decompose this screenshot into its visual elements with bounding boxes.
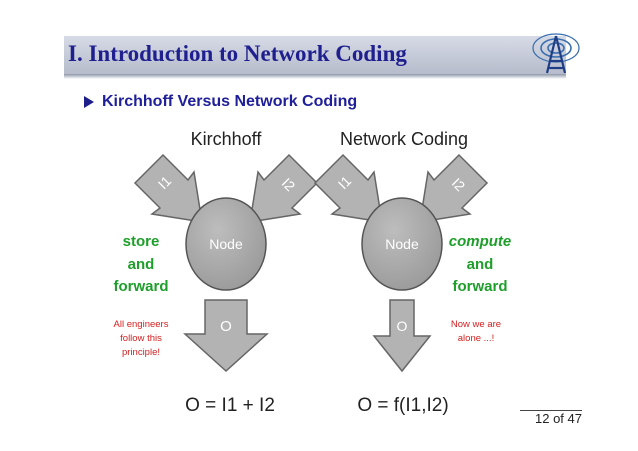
left-panel: Kirchhoff I1 I2 Node O store and forward… [113, 129, 319, 416]
left-role-line-3: forward [113, 278, 168, 295]
left-input-arrow-2 [249, 153, 319, 223]
bullet-item: Kirchhoff Versus Network Coding [84, 93, 357, 111]
right-role-line-2: and [467, 256, 494, 273]
right-node [361, 197, 443, 291]
left-role-line-1: store [123, 233, 160, 250]
right-output-arrow [372, 299, 432, 373]
right-heading: Network Coding [340, 129, 468, 149]
right-role-line-3: forward [452, 278, 507, 295]
right-input-arrow-1 [313, 153, 383, 223]
left-output-label: O [220, 318, 232, 335]
left-node [185, 197, 267, 291]
antenna-logo-icon [532, 33, 580, 74]
right-role-line-1: compute [449, 233, 512, 250]
right-panel: Network Coding I1 I2 Node O compute and … [313, 129, 512, 416]
slide-page-number: 12 of 47 [520, 410, 582, 429]
right-node-label: Node [385, 236, 419, 252]
left-input-arrow-1 [133, 153, 203, 223]
title-shadow [64, 74, 566, 79]
left-note-line-3: principle! [122, 347, 160, 358]
bullet-triangle-icon [84, 96, 94, 108]
right-note-line-1: Now we are [451, 319, 501, 330]
left-role-line-2: and [128, 256, 155, 273]
left-note-line-2: follow this [120, 333, 162, 344]
left-note-line-1: All engineers [114, 319, 169, 330]
title-band [64, 36, 566, 74]
slide-title: I. Introduction to Network Coding [68, 41, 407, 66]
left-heading: Kirchhoff [191, 129, 263, 149]
bullet-text: Kirchhoff Versus Network Coding [102, 93, 358, 110]
right-note-line-2: alone ...! [458, 333, 494, 344]
right-output-label: O [397, 318, 408, 334]
left-node-label: Node [209, 236, 243, 252]
left-output-arrow [183, 299, 269, 373]
right-input-arrow-2 [419, 153, 489, 223]
left-equation: O = I1 + I2 [185, 395, 275, 416]
right-equation: O = f(I1,I2) [357, 395, 448, 416]
